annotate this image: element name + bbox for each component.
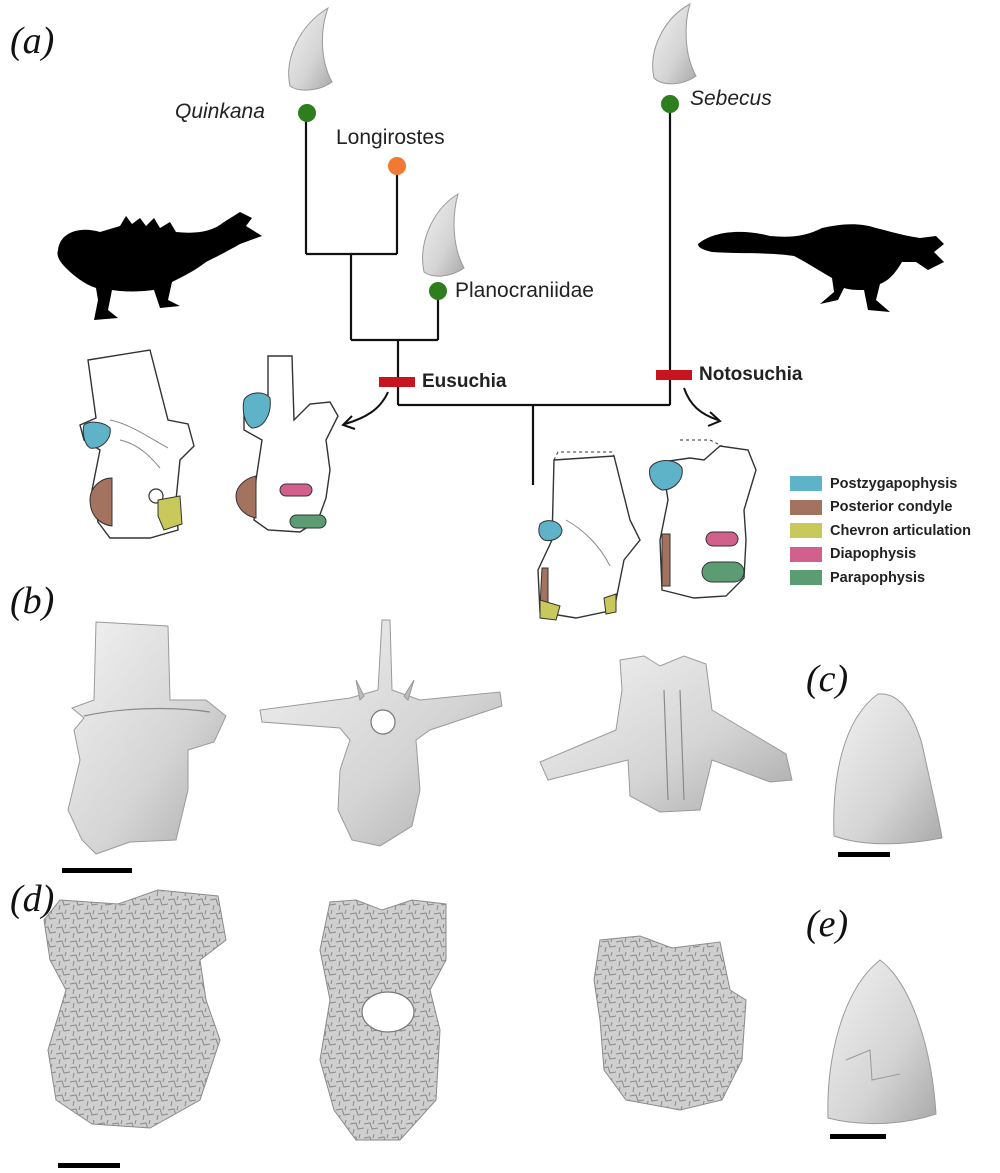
legend-swatch xyxy=(790,499,822,515)
scale-bar-d xyxy=(58,1163,120,1168)
crocodile-silhouette-icon xyxy=(57,212,263,320)
tooth-icon-sebecus xyxy=(652,2,697,85)
scale-bar-b xyxy=(62,868,132,873)
vertebra-b-dorsal-render xyxy=(539,655,793,813)
taxon-dot-planocraniidae xyxy=(429,282,447,300)
legend-swatch xyxy=(790,570,822,586)
scale-bar-c xyxy=(838,852,890,857)
tooth-icon-planocraniidae xyxy=(422,192,465,277)
tooth-c-render xyxy=(833,693,943,845)
clade-label-notosuchia: Notosuchia xyxy=(699,364,803,385)
taxon-label-planocraniidae: Planocraniidae xyxy=(455,279,594,302)
clade-label-eusuchia: Eusuchia xyxy=(422,371,507,392)
legend-item-posterior-condyle: Posterior condyle xyxy=(790,496,1000,520)
notosuchia-vertebra-dorsal-drawing xyxy=(649,439,757,599)
phylogeny-tree xyxy=(304,105,672,485)
legend-label: Posterior condyle xyxy=(830,499,953,516)
eusuchia-arrow xyxy=(341,391,389,430)
scale-bar-e xyxy=(830,1134,886,1139)
tooth-icon-quinkana xyxy=(288,6,333,91)
notosuchia-arrow xyxy=(683,387,722,427)
taxon-label-quinkana: Quinkana xyxy=(175,100,265,123)
taxon-dot-longirostes xyxy=(388,157,406,175)
vertebra-d-posterior-render xyxy=(319,899,447,1141)
legend-item-chevron-articulation: Chevron articulation xyxy=(790,519,1000,543)
panel-label-c: (c) xyxy=(806,658,849,700)
notosuchia-vertebra-lateral-drawing xyxy=(537,451,641,621)
eusuchia-vertebra-dorsal-drawing xyxy=(235,355,339,533)
legend-label: Parapophysis xyxy=(830,569,926,586)
panel-label-a: (a) xyxy=(10,20,55,62)
taxon-label-longirostes: Longirostes xyxy=(336,126,445,149)
legend-swatch xyxy=(790,523,822,539)
sebecus-silhouette-icon xyxy=(698,224,944,312)
vertebra-b-posterior-render xyxy=(259,619,503,847)
legend-item-postzygapophysis: Postzygapophysis xyxy=(790,472,1000,496)
legend-label: Postzygapophysis xyxy=(830,475,958,492)
taxon-dot-sebecus xyxy=(661,95,679,113)
eusuchia-clade-bar xyxy=(379,377,415,387)
taxon-dot-quinkana xyxy=(298,104,316,122)
vertebra-b-lateral-render xyxy=(67,621,227,855)
notosuchia-clade-bar xyxy=(656,370,692,380)
tooth-e-render xyxy=(827,959,937,1125)
panel-label-e: (e) xyxy=(806,903,849,945)
vertebra-d-lateral-render xyxy=(43,889,227,1129)
legend-item-parapophysis: Parapophysis xyxy=(790,566,1000,590)
legend-swatch xyxy=(790,546,822,562)
vertebra-d-dorsal-render xyxy=(593,935,747,1111)
legend-label: Diapophysis xyxy=(830,546,917,563)
taxon-label-sebecus: Sebecus xyxy=(690,87,772,110)
legend: Postzygapophysis Posterior condyle Chevr… xyxy=(790,472,1000,590)
panel-label-d: (d) xyxy=(10,878,55,920)
legend-label: Chevron articulation xyxy=(830,522,971,539)
legend-swatch xyxy=(790,476,822,492)
legend-item-diapophysis: Diapophysis xyxy=(790,543,1000,567)
eusuchia-vertebra-lateral-drawing xyxy=(79,349,195,539)
panel-label-b: (b) xyxy=(10,580,55,622)
